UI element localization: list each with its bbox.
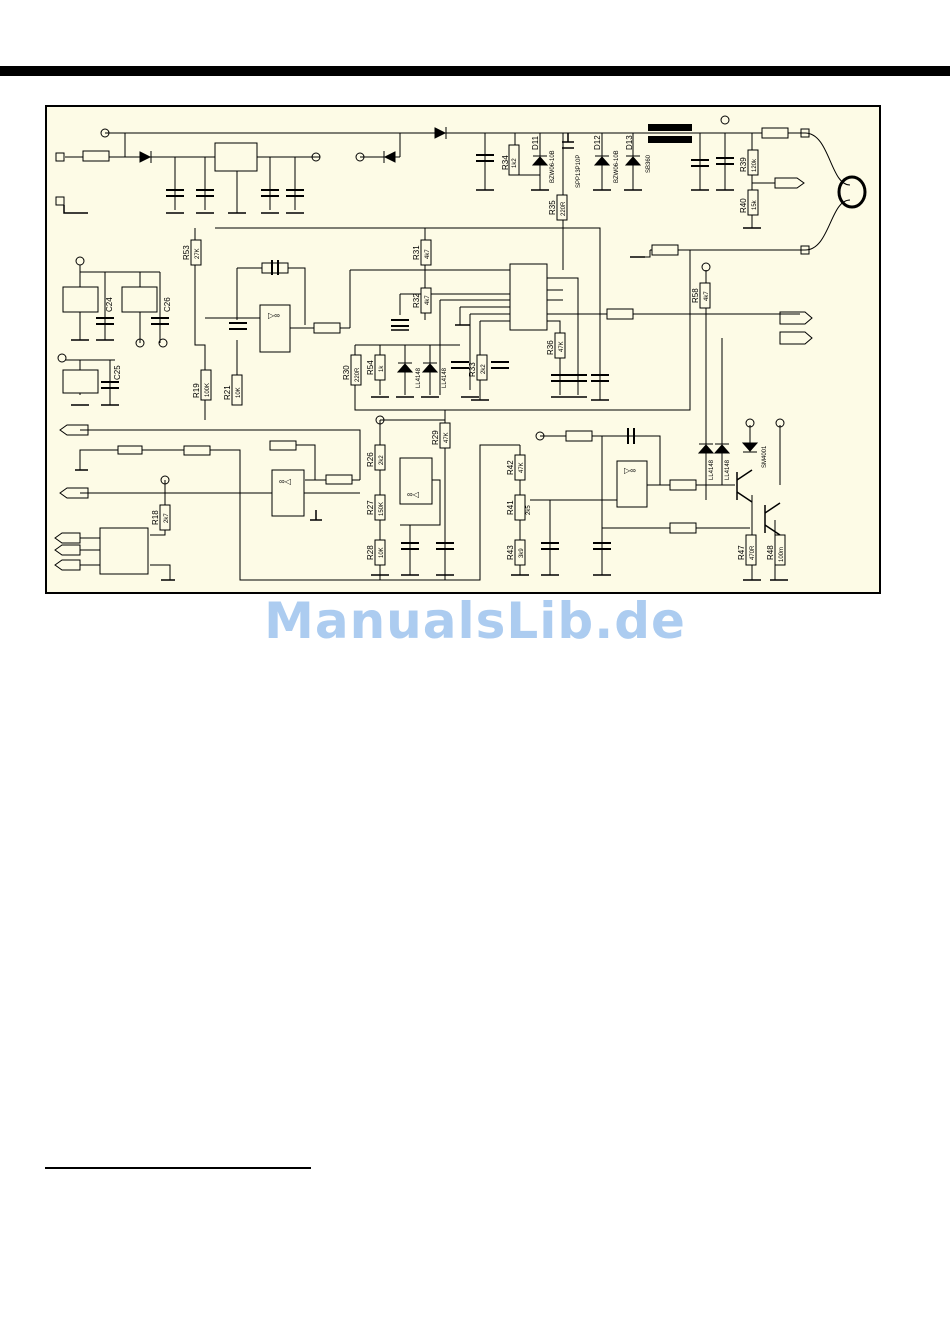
label-R43: R43 bbox=[506, 545, 515, 560]
label-R30: R30 bbox=[342, 365, 351, 380]
component-bodies bbox=[62, 127, 789, 575]
label-transistor-q: SPP13P10P bbox=[576, 155, 582, 188]
label-R41: R41 bbox=[506, 500, 515, 515]
label-R31: R31 bbox=[412, 245, 421, 260]
label-D13-value: SB360 bbox=[646, 154, 652, 173]
label-LL4148-c: LL4148 bbox=[709, 459, 715, 480]
label-R41-value: 2k5 bbox=[526, 505, 532, 515]
label-R42: R42 bbox=[506, 460, 515, 475]
label-R28-value: 10K bbox=[379, 547, 385, 558]
label-D11: D11 bbox=[531, 135, 540, 150]
label-R48: R48 bbox=[766, 545, 775, 560]
label-C26: C26 bbox=[163, 297, 172, 312]
label-R39: R39 bbox=[739, 157, 748, 172]
label-R39-value: 120k bbox=[752, 158, 758, 172]
label-R18-value: 2k7 bbox=[164, 513, 170, 523]
label-R58-value: 4k7 bbox=[704, 291, 710, 301]
wires bbox=[65, 132, 851, 581]
label-R18: R18 bbox=[151, 510, 160, 525]
label-R36-value: 47K bbox=[559, 341, 565, 352]
label-R54: R54 bbox=[366, 360, 375, 375]
svg-text:▷∞: ▷∞ bbox=[624, 466, 636, 475]
label-R35-value: 220R bbox=[561, 201, 567, 216]
label-R33: R33 bbox=[468, 362, 477, 377]
label-R32-value: 4k7 bbox=[425, 295, 431, 305]
label-R26-value: 2k2 bbox=[379, 455, 385, 465]
label-R29: R29 bbox=[431, 430, 440, 445]
label-R42-value: 47K bbox=[519, 462, 525, 473]
label-R36: R36 bbox=[546, 340, 555, 355]
label-R58: R58 bbox=[691, 288, 700, 303]
diodes bbox=[139, 127, 759, 454]
label-R26: R26 bbox=[366, 452, 375, 467]
label-R19: R19 bbox=[192, 383, 201, 398]
label-R53: R53 bbox=[182, 245, 191, 260]
label-R28: R28 bbox=[366, 545, 375, 560]
label-SM4001: SM4001 bbox=[762, 445, 768, 468]
label-LL4148-b: LL4148 bbox=[442, 367, 448, 388]
label-C25: C25 bbox=[113, 365, 122, 380]
label-R34-value: 1k2 bbox=[512, 158, 518, 168]
label-R47-value: 470R bbox=[750, 545, 756, 560]
label-D12: D12 bbox=[593, 135, 602, 150]
label-R40: R40 bbox=[739, 198, 748, 213]
label-R27-value: 150K bbox=[379, 502, 385, 516]
footnote-rule bbox=[45, 1167, 311, 1169]
label-R40-value: 15k bbox=[752, 199, 758, 210]
opamp-symbols: ▷∞ ∞◁ ∞◁ ▷∞ bbox=[268, 311, 636, 499]
label-LL4148-a: LL4148 bbox=[416, 367, 422, 388]
label-D13: D13 bbox=[625, 135, 634, 150]
label-C24: C24 bbox=[105, 297, 114, 312]
label-R34: R34 bbox=[501, 155, 510, 170]
label-R54-value: 1k bbox=[379, 365, 385, 372]
label-R19-value: 100K bbox=[205, 383, 211, 397]
label-R27: R27 bbox=[366, 500, 375, 515]
label-R33-value: 2k2 bbox=[481, 364, 487, 374]
svg-text:∞◁: ∞◁ bbox=[279, 477, 292, 486]
label-R32: R32 bbox=[412, 293, 421, 308]
label-LL4148-d: LL4148 bbox=[725, 459, 731, 480]
label-D12-value: BZW06-10B bbox=[614, 150, 620, 183]
label-R21-value: 10K bbox=[236, 387, 242, 398]
schematic-frame bbox=[45, 105, 881, 594]
header-rule bbox=[0, 66, 950, 76]
svg-text:▷∞: ▷∞ bbox=[268, 311, 280, 320]
label-R43-value: 3k9 bbox=[519, 548, 525, 558]
component-labels: R34 1k2 D11 BZW06-10B SPP13P10P D12 BZW0… bbox=[105, 135, 785, 562]
transistors bbox=[562, 133, 781, 536]
label-D11-value: BZW06-10B bbox=[550, 150, 556, 183]
label-R35: R35 bbox=[548, 200, 557, 215]
label-R29-value: 47K bbox=[444, 432, 450, 443]
label-R31-value: 4k7 bbox=[425, 249, 431, 259]
label-R30-value: 220R bbox=[355, 367, 361, 382]
label-R47: R47 bbox=[737, 545, 746, 560]
label-R48-value: 100m bbox=[779, 547, 785, 562]
terminals bbox=[54, 115, 813, 571]
capacitors bbox=[96, 154, 734, 550]
watermark-text: ManualsLib.de bbox=[264, 592, 686, 650]
label-R21: R21 bbox=[223, 385, 232, 400]
grounds bbox=[63, 189, 788, 581]
inductor bbox=[648, 124, 867, 209]
label-R53-value: 27K bbox=[195, 248, 201, 259]
svg-text:∞◁: ∞◁ bbox=[407, 490, 420, 499]
